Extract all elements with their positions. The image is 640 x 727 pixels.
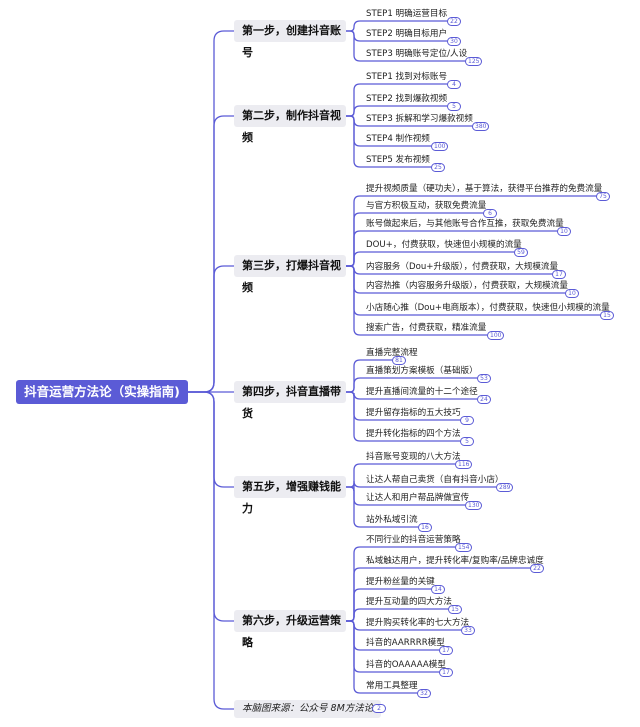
step-node[interactable]: 第二步，制作抖音视频 [234,105,346,144]
item-count-badge[interactable]: 10 [565,289,579,298]
step-node[interactable]: 第一步，创建抖音账号 [234,20,346,59]
step-to-item-line [346,265,487,336]
item-label[interactable]: 不同行业的抖音运营策略 [366,535,461,545]
item-label[interactable]: 提升直播间流量的十二个途径 [366,387,478,397]
item-count-badge[interactable]: 24 [477,395,491,404]
item-label[interactable]: 抖音账号变现的八大方法 [366,452,461,462]
item-label[interactable]: STEP3 明确账号定位/人设 [366,49,468,59]
item-count-badge[interactable]: 32 [417,689,431,698]
step-to-item-line [346,486,418,528]
item-count-badge[interactable]: 380 [472,122,490,131]
item-count-badge[interactable]: 154 [455,543,473,552]
source-note: 本脑图来源：公众号 8M方法论 [234,700,382,718]
item-count-badge[interactable]: 30 [447,37,461,46]
item-label[interactable]: 抖音的OAAAAA模型 [366,660,446,670]
item-label[interactable]: 小店随心推（Dou+电商版本），付费获取，快速但小规模的流量 [366,303,610,313]
root-to-step-line [188,115,234,393]
item-label[interactable]: 搜索广告，付费获取，精准流量 [366,323,487,333]
item-count-badge[interactable]: 81 [392,356,406,365]
root-to-step-line [188,391,234,488]
item-count-badge[interactable]: 6 [483,209,497,218]
item-label[interactable]: 内容服务（Dou+升级版），付费获取，大规模流量 [366,262,559,272]
step-to-item-line [346,620,417,694]
item-count-badge[interactable]: 100 [487,331,505,340]
item-label[interactable]: 抖音的AARRRR模型 [366,638,445,648]
item-count-badge[interactable]: 5 [447,102,461,111]
item-count-badge[interactable]: 53 [477,374,491,383]
step-node[interactable]: 第六步，升级运营策略 [234,610,346,649]
item-count-badge[interactable]: 17 [552,270,566,279]
step-to-item-line [346,30,465,62]
source-note-text: 本脑图来源：公众号 8M方法论 [242,703,374,714]
root-to-step-line [188,30,234,393]
item-count-badge[interactable]: 17 [439,668,453,677]
item-count-badge[interactable]: 5 [460,437,474,446]
item-count-badge[interactable]: 116 [455,460,473,469]
item-label[interactable]: STEP1 明确运营目标 [366,9,448,19]
root-to-step-line [188,265,234,393]
item-label[interactable]: DOU+，付费获取，快速但小规模的流量 [366,240,522,250]
item-count-badge[interactable]: 4 [447,80,461,89]
item-count-badge[interactable]: 16 [418,523,432,532]
step-node[interactable]: 第四步，抖音直播带货 [234,381,346,420]
item-count-badge[interactable]: 100 [431,142,449,151]
item-label[interactable]: 直播完整流程 [366,348,418,358]
item-count-badge[interactable]: 15 [448,605,462,614]
item-count-badge[interactable]: 15 [600,311,614,320]
item-count-badge[interactable]: 14 [431,585,445,594]
item-label[interactable]: STEP3 拆解和学习爆款视频 [366,114,473,124]
item-label[interactable]: STEP4 制作视频 [366,134,430,144]
item-label[interactable]: 常用工具整理 [366,681,418,691]
item-count-badge[interactable]: 22 [447,17,461,26]
item-label[interactable]: STEP5 发布视频 [366,155,430,165]
item-count-badge[interactable]: 25 [431,163,445,172]
item-label[interactable]: 提升粉丝量的关键 [366,577,435,587]
root-to-source-line [188,391,234,710]
step-node[interactable]: 第三步，打爆抖音视频 [234,255,346,294]
item-label[interactable]: 内容热推（内容服务升级版），付费获取，大规模流量 [366,281,568,291]
item-count-badge[interactable]: 130 [465,501,483,510]
item-count-badge[interactable]: 22 [530,564,544,573]
item-label[interactable]: 提升互动量的四大方法 [366,597,452,607]
item-label[interactable]: 提升留存指标的五大技巧 [366,408,461,418]
source-note-badge[interactable]: 2 [372,704,386,713]
item-label[interactable]: 提升转化指标的四个方法 [366,429,461,439]
step-to-item-line [346,115,431,168]
item-count-badge[interactable]: 33 [461,626,475,635]
item-count-badge[interactable]: 75 [596,192,610,201]
item-count-badge[interactable]: 9 [460,416,474,425]
root-node[interactable]: 抖音运营方法论（实操指南) [16,380,188,404]
root-to-step-line [188,391,234,622]
item-label[interactable]: 直播策划方案模板（基础版） [366,366,478,376]
item-label[interactable]: STEP2 找到爆款视频 [366,94,448,104]
step-to-item-line [346,391,460,442]
item-count-badge[interactable]: 59 [514,248,528,257]
item-label[interactable]: 让达人帮自己卖货（自有抖音小店） [366,475,504,485]
item-label[interactable]: STEP2 明确目标用户 [366,29,448,39]
item-label[interactable]: 提升购买转化率的七大方法 [366,618,470,628]
item-count-badge[interactable]: 17 [439,646,453,655]
item-label[interactable]: 站外私域引流 [366,515,418,525]
item-label[interactable]: 私域触达用户，提升转化率/复购率/品牌忠诚度 [366,556,544,566]
item-label[interactable]: 提升视频质量（硬功夫），基于算法，获得平台推荐的免费流量 [366,184,603,194]
item-count-badge[interactable]: 289 [496,483,514,492]
item-count-badge[interactable]: 10 [557,227,571,236]
item-label[interactable]: 让达人和用户帮品牌做宣传 [366,493,470,503]
item-label[interactable]: STEP1 找到对标账号 [366,72,448,82]
item-count-badge[interactable]: 125 [465,57,483,66]
item-label[interactable]: 与官方积极互动，获取免费流量 [366,201,487,211]
item-label[interactable]: 账号做起来后，与其他账号合作互推，获取免费流量 [366,219,564,229]
step-node[interactable]: 第五步，增强赚钱能力 [234,476,346,515]
